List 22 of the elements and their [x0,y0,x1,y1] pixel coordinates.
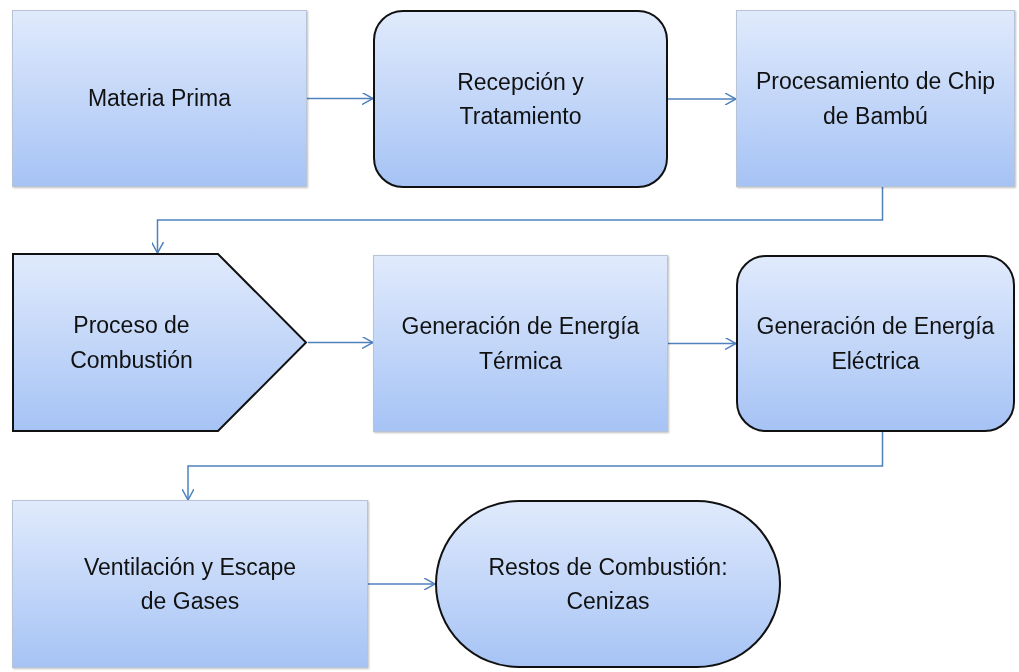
node-label: Materia Prima [86,84,233,114]
arrow [306,91,374,106]
arrow [181,431,884,501]
process-box [12,500,368,668]
node-label: Generación de Energía Térmica [400,312,641,376]
pentagon-process-shape [12,253,307,432]
node-label: Ventilación y Escape de Gases [82,552,298,616]
process-box [736,10,1015,187]
node-label: Recepción y Tratamiento [456,67,585,131]
node-label: Generación de Energía Eléctrica [755,312,996,376]
arrow [307,335,374,350]
arrow [150,186,884,254]
rounded-process-box [736,255,1015,432]
arrow [667,336,737,351]
node-label: Proceso de Combustión [69,311,194,375]
arrow [667,92,737,106]
rounded-process-box [373,10,668,188]
process-box [373,255,668,432]
node-label: Procesamiento de Chip de Bambú [754,67,997,131]
node-label: Restos de Combustión: Cenizas [487,552,729,616]
process-box [12,10,307,187]
arrow [367,577,436,591]
